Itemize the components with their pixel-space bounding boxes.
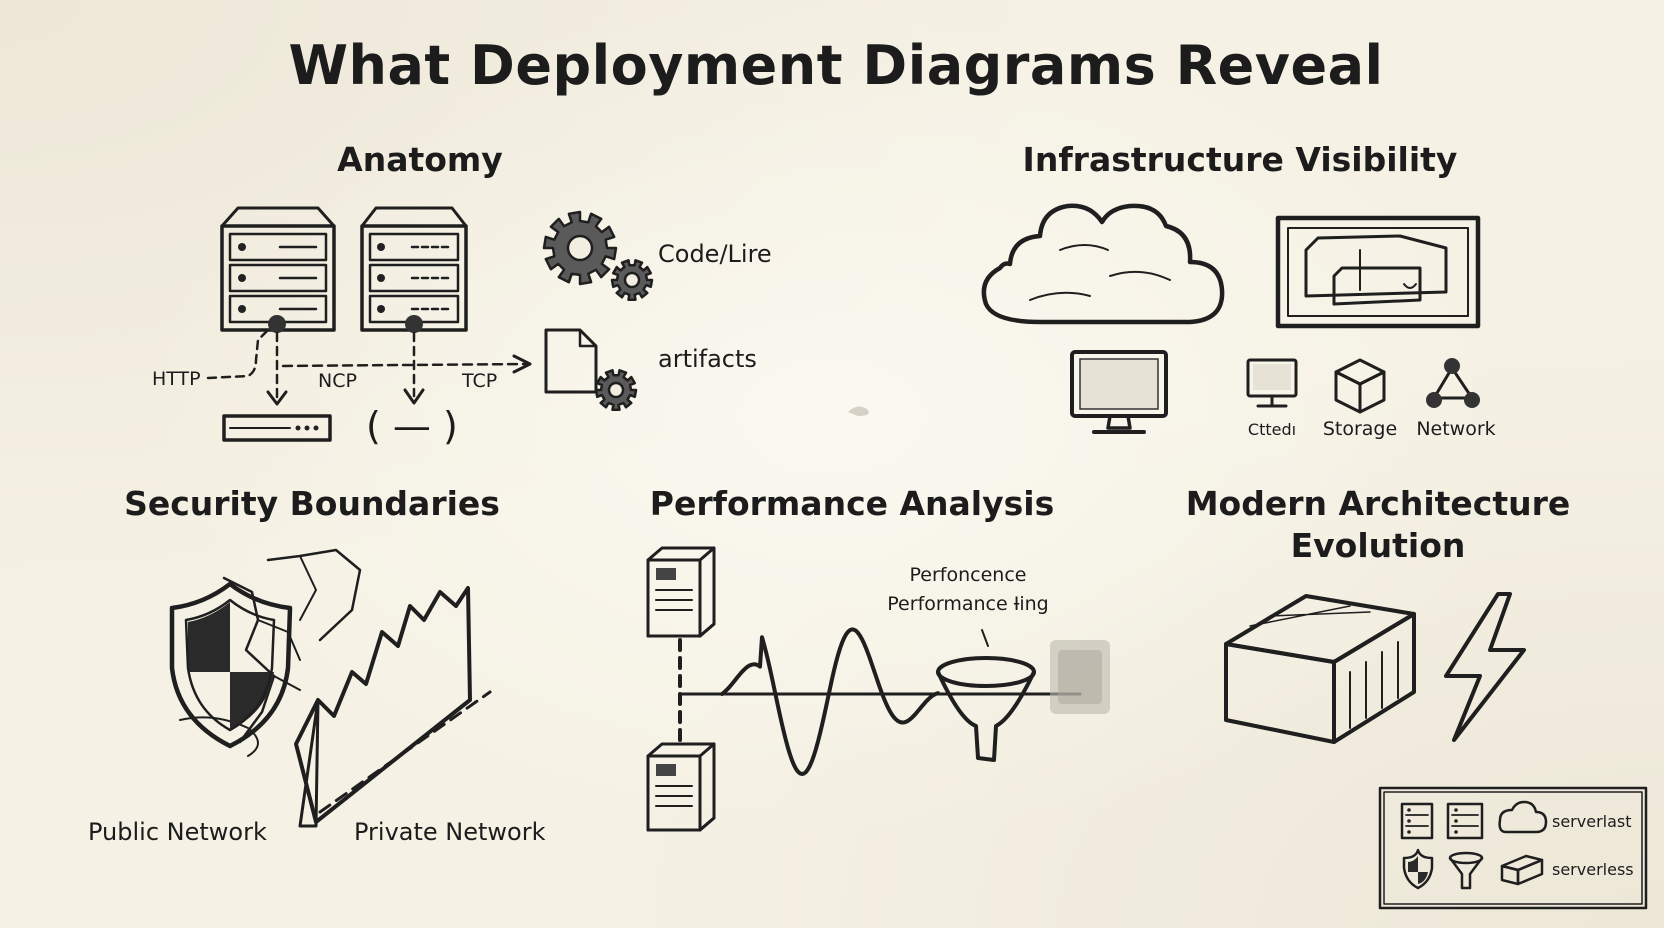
perf-server-top	[646, 546, 716, 638]
shipping-container-icon	[1224, 594, 1416, 744]
shipping-container-icon	[1500, 854, 1544, 886]
modern-title-line2: Evolution	[1290, 526, 1466, 565]
lightning-bolt-icon	[1444, 592, 1526, 742]
anatomy-rack-device	[222, 414, 332, 442]
anatomy-artifacts-label: artifacts	[658, 345, 757, 373]
infrastructure-network-label: Network	[1416, 418, 1496, 440]
network-nodes-icon	[1426, 358, 1480, 408]
legend-box	[1378, 786, 1648, 910]
gear-icon	[594, 369, 638, 411]
hardware-screen-panel	[1275, 215, 1481, 329]
performance-label-line2: Performance Ɨing	[887, 593, 1049, 615]
anatomy-paren-symbol: ( — )	[366, 404, 458, 448]
infrastructure-title: Infrastructure Visibility	[1022, 140, 1458, 179]
shield-icon	[1402, 848, 1434, 890]
infrastructure-client-label: Cttedı	[1247, 420, 1297, 439]
legend-label-serverlast: serverlast	[1552, 812, 1632, 831]
anatomy-http-label: HTTP	[152, 368, 201, 390]
anatomy-tcp-label: TCP	[462, 370, 498, 392]
blurred-block	[1050, 640, 1110, 714]
private-network-wall	[294, 586, 492, 828]
security-private-label: Private Network	[354, 818, 546, 846]
security-title: Security Boundaries	[124, 484, 500, 523]
cloud-icon	[1498, 800, 1548, 834]
cloud-icon	[981, 203, 1225, 325]
performance-label-line1: Perfoncence	[909, 564, 1027, 586]
server-icon	[1446, 802, 1484, 840]
smudge	[848, 406, 869, 416]
funnel-icon	[1448, 851, 1484, 890]
anatomy-server-2	[360, 206, 468, 333]
perf-server-bottom	[646, 742, 716, 832]
funnel-icon	[936, 629, 1036, 762]
modern-title-line1: Modern Architecture	[1185, 484, 1571, 523]
legend-label-serverless: serverless	[1552, 860, 1634, 879]
infrastructure-storage-label: Storage	[1322, 418, 1398, 440]
anatomy-code-label: Code/Lire	[658, 240, 772, 268]
perf-wave	[678, 627, 1082, 776]
anatomy-server-1	[220, 206, 336, 333]
document-gear-icon	[544, 328, 598, 394]
server-icon	[1400, 802, 1434, 840]
monitor-icon	[1070, 350, 1168, 434]
anatomy-title: Anatomy	[337, 140, 503, 179]
anatomy-ncp-label: NCP	[318, 370, 357, 392]
storage-cube-icon	[1334, 358, 1386, 414]
shield-icon	[169, 581, 293, 749]
page-title: What Deployment Diagrams Reveal	[288, 34, 1384, 97]
anatomy-connections	[206, 328, 532, 406]
gear-icon	[610, 259, 654, 301]
security-public-label: Public Network	[88, 818, 267, 846]
gear-icon	[542, 210, 618, 286]
performance-title: Performance Analysis	[649, 484, 1055, 523]
monitor-icon	[1246, 358, 1298, 408]
security-cracks	[179, 548, 362, 757]
